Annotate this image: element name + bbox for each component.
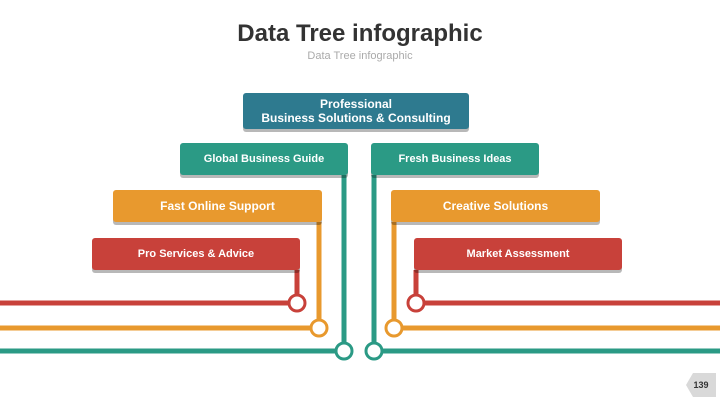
right-level1-box: Fresh Business Ideas: [371, 143, 539, 175]
left-red-node: [287, 293, 307, 313]
page-subtitle: Data Tree infographic: [307, 50, 413, 62]
root-label-line1: Professional: [319, 97, 393, 111]
right-level3-box: Market Assessment: [414, 238, 622, 270]
root-box: Professional Business Solutions & Consul…: [243, 93, 469, 129]
page-number: 139: [693, 380, 709, 390]
page-number-badge: 139: [686, 372, 716, 398]
left-level2-box: Fast Online Support: [113, 190, 322, 222]
right-orange-node: [384, 318, 404, 338]
left-level1-box: Global Business Guide: [180, 143, 348, 175]
right-teal-node: [364, 341, 384, 361]
root-label-line2: Business Solutions & Consulting: [261, 111, 451, 125]
hexagon-badge-shape: [686, 373, 716, 397]
left-level3-box: Pro Services & Advice: [92, 238, 300, 270]
left-teal-node: [334, 341, 354, 361]
left-orange-node: [309, 318, 329, 338]
page-title: Data Tree infographic: [237, 20, 483, 47]
right-level2-box: Creative Solutions: [391, 190, 600, 222]
left-red-connector: [0, 270, 300, 306]
right-red-connector: [413, 270, 720, 306]
right-red-node: [406, 293, 426, 313]
